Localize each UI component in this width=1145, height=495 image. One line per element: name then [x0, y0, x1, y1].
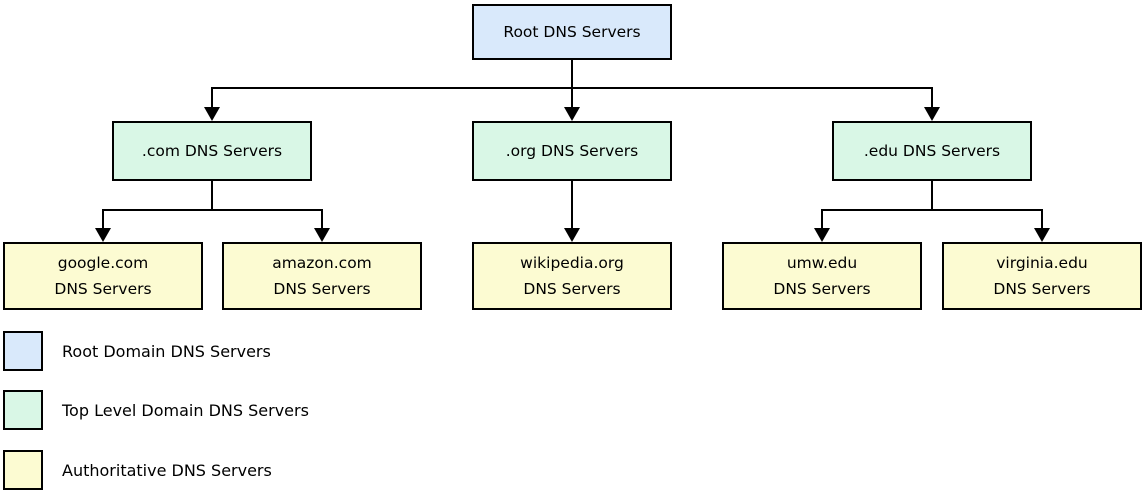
legend-swatch-top-level-domain — [3, 390, 43, 430]
connector-drop-com — [211, 88, 213, 108]
arrow-down-icon — [814, 228, 830, 242]
node-virginia-dns-servers: virginia.edu DNS Servers — [942, 242, 1142, 310]
connector-drop-umw — [821, 210, 823, 230]
connector-drop-edu — [931, 88, 933, 108]
connector-edu-trunk — [821, 209, 1043, 211]
arrow-down-icon — [204, 107, 220, 121]
legend-swatch-authoritative — [3, 450, 43, 490]
connector-root-trunk — [211, 87, 933, 89]
node-label-line2: DNS Servers — [773, 280, 871, 298]
arrow-down-icon — [314, 228, 330, 242]
legend-label-root-domain: Root Domain DNS Servers — [62, 341, 271, 361]
node-label-line1: umw.edu — [786, 254, 858, 272]
node-com-dns-servers: .com DNS Servers — [112, 121, 312, 181]
arrow-down-icon — [95, 228, 111, 242]
node-google-dns-servers: google.com DNS Servers — [3, 242, 203, 310]
connector-drop-google — [102, 210, 104, 230]
arrow-down-icon — [924, 107, 940, 121]
legend-label-top-level-domain: Top Level Domain DNS Servers — [62, 400, 309, 420]
node-label-line1: virginia.edu — [996, 254, 1088, 272]
node-label-line1: wikipedia.org — [520, 254, 624, 272]
arrow-down-icon — [564, 107, 580, 121]
node-label-line2: DNS Servers — [273, 280, 371, 298]
legend-swatch-root-domain — [3, 331, 43, 371]
connector-edu-stem — [931, 181, 933, 210]
connector-drop-amazon — [321, 210, 323, 230]
node-label-line1: google.com — [57, 254, 149, 272]
node-root-dns-servers: Root DNS Servers — [472, 4, 672, 60]
node-org-dns-servers: .org DNS Servers — [472, 121, 672, 181]
node-label-line2: DNS Servers — [523, 280, 621, 298]
node-edu-dns-servers: .edu DNS Servers — [832, 121, 1032, 181]
node-wikipedia-dns-servers: wikipedia.org DNS Servers — [472, 242, 672, 310]
arrow-down-icon — [564, 228, 580, 242]
connector-com-stem — [211, 181, 213, 210]
node-label-line2: DNS Servers — [993, 280, 1091, 298]
node-amazon-dns-servers: amazon.com DNS Servers — [222, 242, 422, 310]
connector-drop-virginia — [1041, 210, 1043, 230]
node-umw-dns-servers: umw.edu DNS Servers — [722, 242, 922, 310]
arrow-down-icon — [1034, 228, 1050, 242]
connector-org-stem — [571, 181, 573, 230]
connector-com-trunk — [102, 209, 323, 211]
legend-label-authoritative: Authoritative DNS Servers — [62, 460, 272, 480]
connector-root-stem — [571, 60, 573, 108]
node-label-line2: DNS Servers — [54, 280, 152, 298]
node-label-line1: amazon.com — [272, 254, 372, 272]
